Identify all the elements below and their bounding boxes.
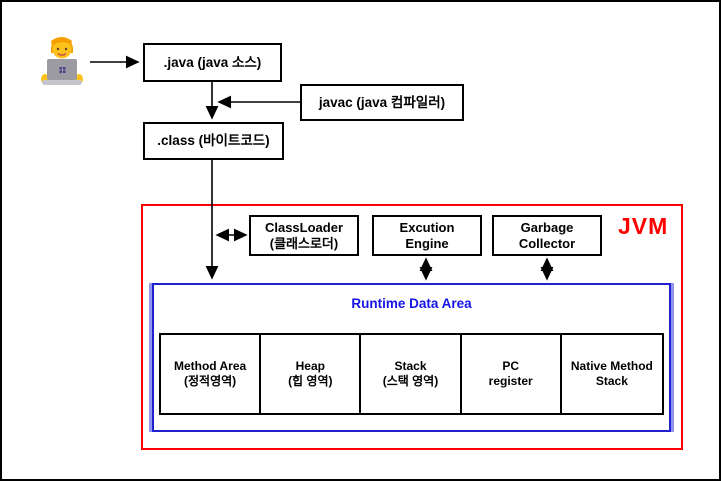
java-source-label: .java (java 소스) bbox=[163, 54, 262, 70]
garbage-collector-label-line2: Collector bbox=[518, 235, 576, 251]
garbage-collector-box: Garbage Collector bbox=[492, 215, 602, 256]
cell-stack-line1: Stack bbox=[394, 359, 427, 373]
cell-method-area-line1: Method Area bbox=[173, 359, 247, 373]
cell-pc-register: PC register bbox=[462, 335, 562, 413]
execution-engine-box: Excution Engine bbox=[372, 215, 482, 256]
runtime-data-area-container bbox=[152, 283, 671, 432]
man-technologist-icon bbox=[39, 33, 85, 87]
runtime-data-area-title: Runtime Data Area bbox=[351, 296, 472, 311]
javac-compiler-box: javac (java 컴파일러) bbox=[300, 84, 464, 121]
cell-pc-register-line1: PC bbox=[502, 359, 520, 373]
execution-engine-label-line2: Engine bbox=[405, 235, 449, 251]
cell-heap-line2: (힙 영역) bbox=[288, 374, 333, 388]
jvm-container bbox=[141, 204, 683, 450]
class-bytecode-label: .class (바이트코드) bbox=[157, 133, 270, 148]
classloader-label-line1: ClassLoader bbox=[264, 219, 344, 235]
cell-heap: Heap (힙 영역) bbox=[261, 335, 362, 413]
cell-stack-line2: (스택 영역) bbox=[382, 374, 439, 388]
classloader-box: ClassLoader (클래스로더) bbox=[249, 215, 359, 256]
jvm-title: JVM bbox=[618, 213, 669, 239]
classloader-label-line2: (클래스로더) bbox=[269, 235, 339, 251]
cell-heap-line1: Heap bbox=[295, 359, 325, 373]
cell-stack: Stack (스택 영역) bbox=[361, 335, 462, 413]
cell-native-method-stack: Native Method Stack bbox=[562, 335, 662, 413]
execution-engine-label-line1: Excution bbox=[399, 219, 455, 235]
cell-native-method-stack-line2: Stack bbox=[595, 374, 628, 388]
garbage-collector-label-line1: Garbage bbox=[520, 219, 574, 235]
javac-compiler-label: javac (java 컴파일러) bbox=[318, 94, 446, 110]
class-bytecode-box: .class (바이트코드) bbox=[143, 122, 284, 160]
cell-native-method-stack-line1: Native Method bbox=[570, 359, 653, 373]
cell-method-area-line2: (정적영역) bbox=[184, 374, 237, 388]
cell-method-area: Method Area (정적영역) bbox=[161, 335, 262, 413]
runtime-memory-table: Method Area (정적영역) Heap (힙 영역) Stack (스택… bbox=[159, 333, 664, 415]
cell-pc-register-line2: register bbox=[488, 374, 533, 388]
java-source-box: .java (java 소스) bbox=[143, 43, 282, 82]
